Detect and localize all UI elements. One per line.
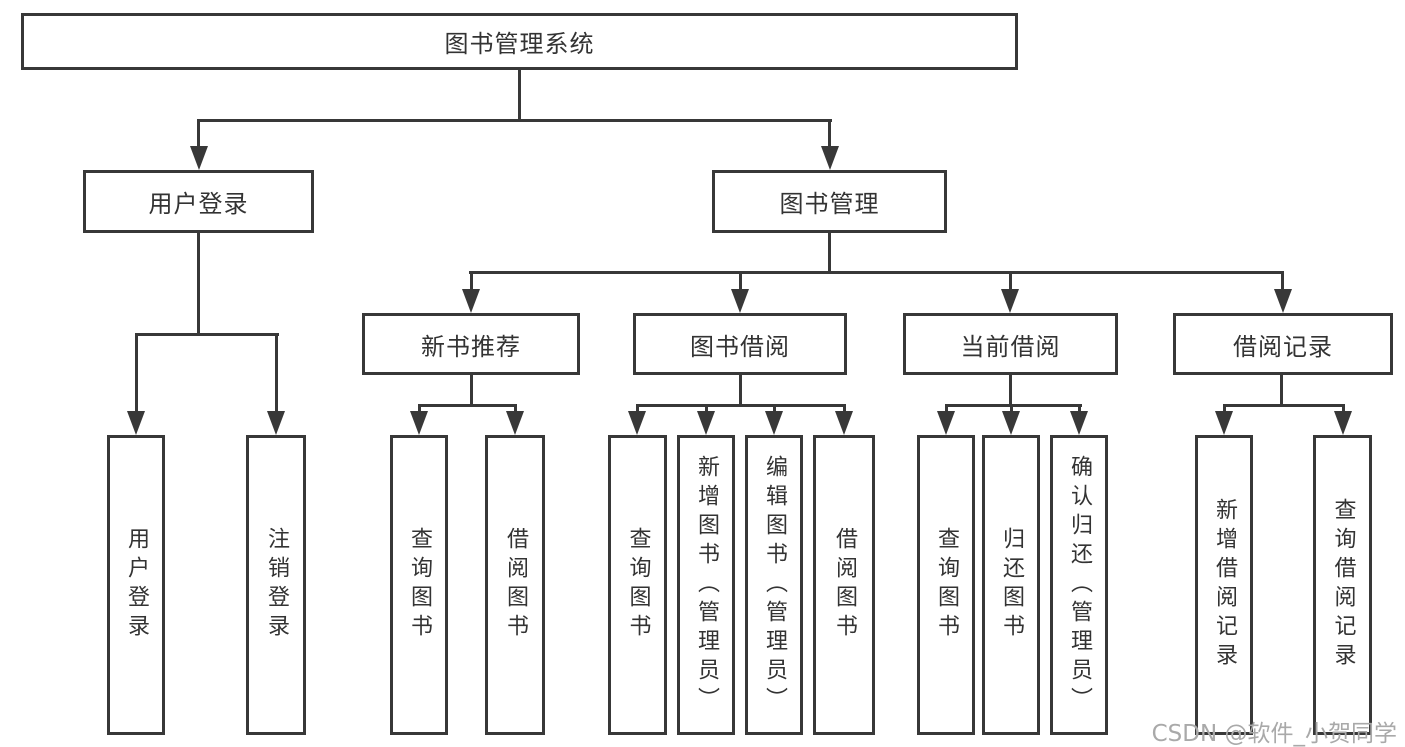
csdn-watermark: CSDN @软件_小贺同学 bbox=[1151, 721, 1397, 747]
node-library-management-system: 图书管理系统 bbox=[21, 13, 1018, 70]
connector-current-drop bbox=[1009, 271, 1012, 291]
arrow-head bbox=[462, 289, 480, 313]
connector-records-leaf1-drop bbox=[1223, 404, 1226, 417]
connector-user-login-drop bbox=[197, 119, 200, 150]
node-label: 编辑图书（管理员） bbox=[762, 454, 787, 716]
arrow-head bbox=[765, 411, 783, 435]
leaf-add-borrow-record: 新增借阅记录 bbox=[1195, 435, 1253, 735]
connector-borrow-stem bbox=[739, 375, 742, 406]
node-current-borrow: 当前借阅 bbox=[903, 313, 1118, 375]
node-label: 查询借阅记录 bbox=[1330, 498, 1356, 672]
connector-newbook-stem bbox=[470, 375, 473, 406]
node-user-login: 用户登录 bbox=[83, 170, 314, 233]
arrow-head bbox=[1001, 289, 1019, 313]
connector-borrow-leaf3-drop bbox=[773, 404, 776, 417]
connector-current-leaf1-drop bbox=[945, 404, 948, 417]
connector-mgmt-stem bbox=[828, 233, 831, 274]
connector-user-branch bbox=[135, 333, 279, 336]
connector-borrow-leaf4-drop bbox=[843, 404, 846, 417]
node-label: 用户登录 bbox=[124, 527, 149, 643]
node-label: 注销登录 bbox=[264, 527, 289, 643]
node-label: 用户登录 bbox=[148, 190, 249, 218]
leaf-confirm-return-admin: 确认归还（管理员） bbox=[1050, 435, 1108, 735]
arrow-head bbox=[1274, 289, 1292, 313]
arrow-head bbox=[1215, 411, 1233, 435]
node-label: 归还图书 bbox=[999, 527, 1024, 643]
connector-newbook-leaf2-drop bbox=[514, 404, 517, 417]
node-label: 借阅图书 bbox=[832, 527, 857, 643]
arrow-head bbox=[937, 411, 955, 435]
connector-root-stem bbox=[518, 70, 521, 121]
connector-newbook-drop bbox=[470, 271, 473, 291]
node-label: 新增借阅记录 bbox=[1212, 498, 1237, 672]
arrow-head bbox=[190, 146, 208, 170]
arrow-head bbox=[127, 411, 145, 435]
connector-current-stem bbox=[1009, 375, 1012, 406]
connector-user-stem bbox=[197, 233, 200, 336]
leaf-add-books-admin: 新增图书（管理员） bbox=[677, 435, 735, 735]
connector-borrow-branch bbox=[636, 404, 846, 407]
connector-current-leaf3-drop bbox=[1078, 404, 1081, 417]
leaf-borrow-books-recommend: 借阅图书 bbox=[485, 435, 545, 735]
leaf-edit-books-admin: 编辑图书（管理员） bbox=[745, 435, 803, 735]
node-label: 图书借阅 bbox=[690, 332, 790, 361]
leaf-query-borrow-record: 查询借阅记录 bbox=[1313, 435, 1372, 735]
node-book-borrow: 图书借阅 bbox=[633, 313, 847, 375]
node-borrow-records: 借阅记录 bbox=[1173, 313, 1393, 375]
connector-book-mgmt-drop bbox=[828, 119, 831, 150]
arrow-head bbox=[628, 411, 646, 435]
node-label: 图书管理系统 bbox=[444, 30, 595, 58]
node-label: 借阅图书 bbox=[503, 527, 528, 643]
arrow-head bbox=[506, 411, 524, 435]
connector-borrow-leaf2-drop bbox=[705, 404, 708, 417]
node-label: 图书管理 bbox=[779, 190, 880, 218]
node-label: 查询图书 bbox=[934, 527, 959, 643]
connector-current-branch bbox=[945, 404, 1082, 407]
connector-user-leaf1-drop bbox=[135, 333, 138, 415]
node-label: 借阅记录 bbox=[1233, 332, 1333, 361]
node-book-management: 图书管理 bbox=[712, 170, 947, 233]
node-label: 当前借阅 bbox=[960, 332, 1061, 361]
connector-current-leaf2-drop bbox=[1010, 404, 1013, 417]
connector-borrow-drop bbox=[739, 271, 742, 291]
leaf-user-login: 用户登录 bbox=[107, 435, 165, 735]
connector-user-leaf2-drop bbox=[275, 333, 278, 415]
connector-borrow-leaf1-drop bbox=[636, 404, 639, 417]
arrow-head bbox=[1070, 411, 1088, 435]
node-label: 确认归还（管理员） bbox=[1067, 454, 1092, 716]
arrow-head bbox=[267, 411, 285, 435]
leaf-query-books-current: 查询图书 bbox=[917, 435, 975, 735]
connector-newbook-branch bbox=[418, 404, 516, 407]
leaf-borrow-books: 借阅图书 bbox=[813, 435, 875, 735]
connector-root-branch bbox=[197, 119, 832, 122]
connector-records-leaf2-drop bbox=[1342, 404, 1345, 417]
connector-records-branch bbox=[1223, 404, 1345, 407]
node-label: 查询图书 bbox=[625, 527, 651, 643]
connector-newbook-leaf1-drop bbox=[418, 404, 421, 417]
leaf-return-books: 归还图书 bbox=[982, 435, 1040, 735]
leaf-query-books-borrow: 查询图书 bbox=[608, 435, 667, 735]
connector-records-drop bbox=[1281, 271, 1284, 291]
arrow-head bbox=[835, 411, 853, 435]
arrow-head bbox=[697, 411, 715, 435]
arrow-head bbox=[410, 411, 428, 435]
node-label: 查询图书 bbox=[407, 527, 432, 643]
node-new-book-recommend: 新书推荐 bbox=[362, 313, 580, 375]
arrow-head bbox=[1334, 411, 1352, 435]
node-label: 新书推荐 bbox=[421, 332, 521, 361]
arrow-head bbox=[821, 146, 839, 170]
arrow-head bbox=[1002, 411, 1020, 435]
node-label: 新增图书（管理员） bbox=[694, 454, 719, 716]
connector-records-stem bbox=[1280, 375, 1283, 406]
leaf-query-books-recommend: 查询图书 bbox=[390, 435, 448, 735]
leaf-logout: 注销登录 bbox=[246, 435, 306, 735]
connector-mgmt-branch bbox=[469, 271, 1284, 274]
arrow-head bbox=[731, 289, 749, 313]
